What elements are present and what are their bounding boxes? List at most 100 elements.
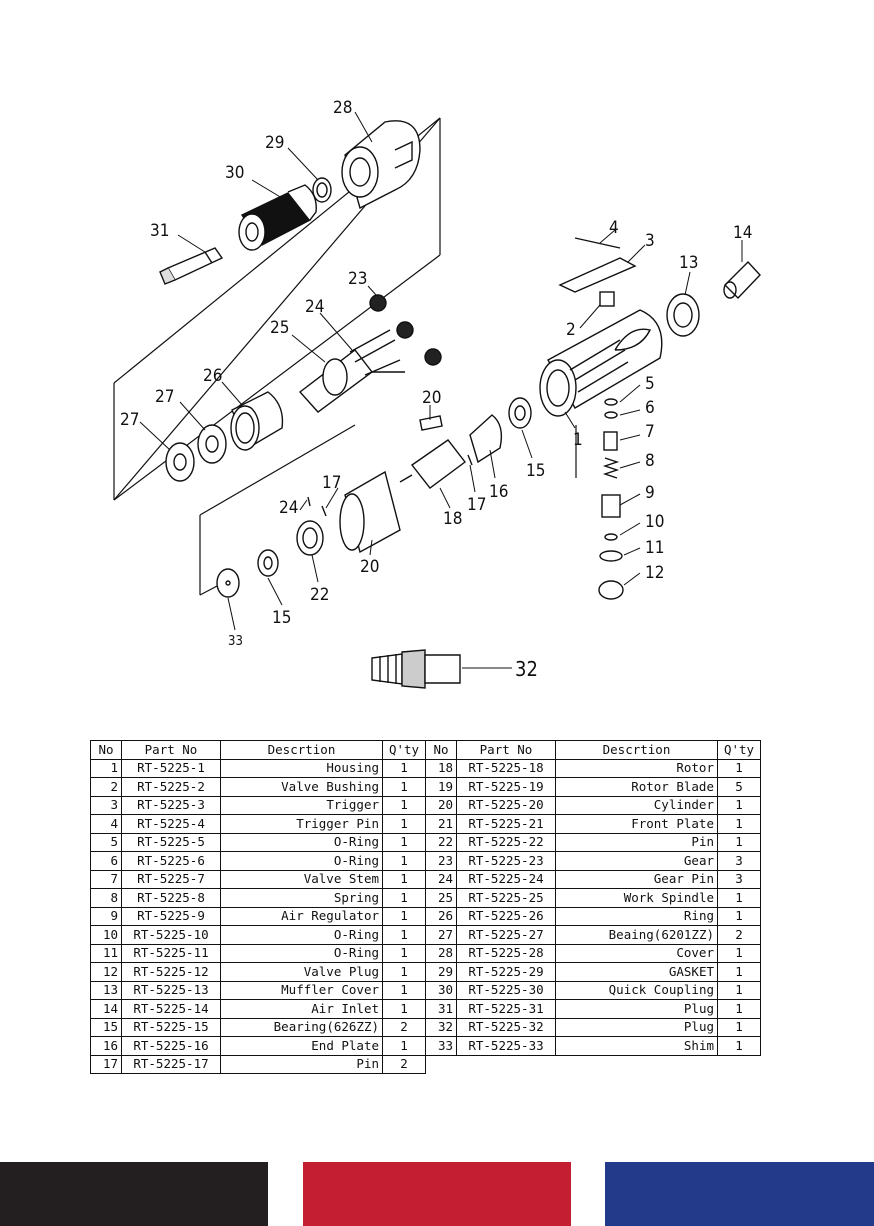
cell-part-no: RT-5225-20 [456,795,556,815]
cell-qty: 1 [382,851,426,871]
cell-no: 20 [425,795,457,815]
header-qty: Q'ty [382,740,426,760]
cell-part-no: RT-5225-33 [456,1036,556,1056]
cell-qty: 1 [382,980,426,1000]
cell-description: Rotor [555,758,718,778]
header-no: No [90,740,122,760]
part-23-gears [369,294,442,366]
cell-qty: 1 [382,869,426,889]
part-22-pin [307,496,311,507]
part-29-gasket [312,177,332,203]
cell-description: Spring [220,888,383,908]
cell-qty: 5 [717,777,761,797]
cell-no: 19 [425,777,457,797]
part-17-pins [321,454,473,517]
cell-part-no [457,1055,556,1074]
cell-description [556,1055,718,1074]
cell-qty: 1 [382,777,426,797]
part-32-plug [371,649,461,689]
label-25: 25 [270,318,289,338]
label-4: 4 [609,218,619,238]
label-15-upper: 15 [526,461,545,481]
cell-qty: 1 [717,814,761,834]
cell-description: Pin [555,832,718,852]
cell-no: 31 [425,999,457,1019]
cell-no: 5 [90,832,122,852]
footer-color-bars [0,1162,874,1226]
cell-qty: 3 [717,869,761,889]
cell-part-no: RT-5225-7 [121,869,221,889]
cell-qty: 1 [382,814,426,834]
cell-qty: 1 [382,795,426,815]
cell-description: Cover [555,943,718,963]
label-16: 16 [489,482,508,502]
footer-bar-black [0,1162,268,1226]
cell-no: 15 [90,1017,122,1037]
cell-part-no: RT-5225-6 [121,851,221,871]
cell-part-no: RT-5225-24 [456,869,556,889]
cell-description: Rotor Blade [555,777,718,797]
label-5: 5 [645,374,655,394]
part-18-rotor [399,439,466,489]
cell-part-no: RT-5225-18 [456,758,556,778]
cell-part-no: RT-5225-29 [456,962,556,982]
cell-no: 9 [90,906,122,926]
label-20: 20 [360,557,379,577]
part-14-air-inlet [723,260,761,300]
cell-qty: 1 [717,906,761,926]
cell-no: 29 [425,962,457,982]
cell-description: O-Ring [220,925,383,945]
label-11: 11 [645,538,664,558]
cell-no: 27 [425,925,457,945]
cell-no: 11 [90,943,122,963]
cell-no: 10 [90,925,122,945]
cell-part-no: RT-5225-16 [121,1036,221,1056]
cell-qty: 1 [717,962,761,982]
cell-no: 23 [425,851,457,871]
cell-description: Trigger Pin [220,814,383,834]
cell-qty: 1 [717,795,761,815]
cell-no [426,1055,457,1074]
part-21-front-plate [296,520,324,556]
cell-no: 32 [425,1017,457,1037]
part-31-plug [159,247,224,285]
part-20-cylinder [339,470,401,554]
part-25-work-spindle [298,329,405,413]
label-19: 20 [422,388,441,408]
cell-no: 17 [90,1054,122,1074]
cell-qty: 1 [717,758,761,778]
cell-description: Work Spindle [555,888,718,908]
cell-no: 8 [90,888,122,908]
cell-description: Air Regulator [220,906,383,926]
label-29: 29 [265,133,284,153]
cell-no: 4 [90,814,122,834]
cell-part-no: RT-5225-4 [121,814,221,834]
cell-part-no: RT-5225-8 [121,888,221,908]
part-15-bearing-upper [508,397,532,429]
label-30: 30 [225,163,244,183]
part-27-bearings [165,424,227,482]
cell-no: 22 [425,832,457,852]
part-labels: 28 29 30 31 4 3 14 13 23 24 2 25 26 5 27… [120,98,752,681]
cell-no: 6 [90,851,122,871]
label-12: 12 [645,563,664,583]
cell-part-no: RT-5225-3 [121,795,221,815]
cell-description: Plug [555,1017,718,1037]
label-13: 13 [679,253,698,273]
label-24: 24 [305,297,324,317]
cell-no: 28 [425,943,457,963]
cell-description: Valve Bushing [220,777,383,797]
valve-stack-parts-5-12 [598,398,624,600]
header-description-2: Descrtion [555,740,718,760]
label-31: 31 [150,221,169,241]
footer-bar-red [303,1162,571,1226]
part-28-cover [341,120,421,210]
